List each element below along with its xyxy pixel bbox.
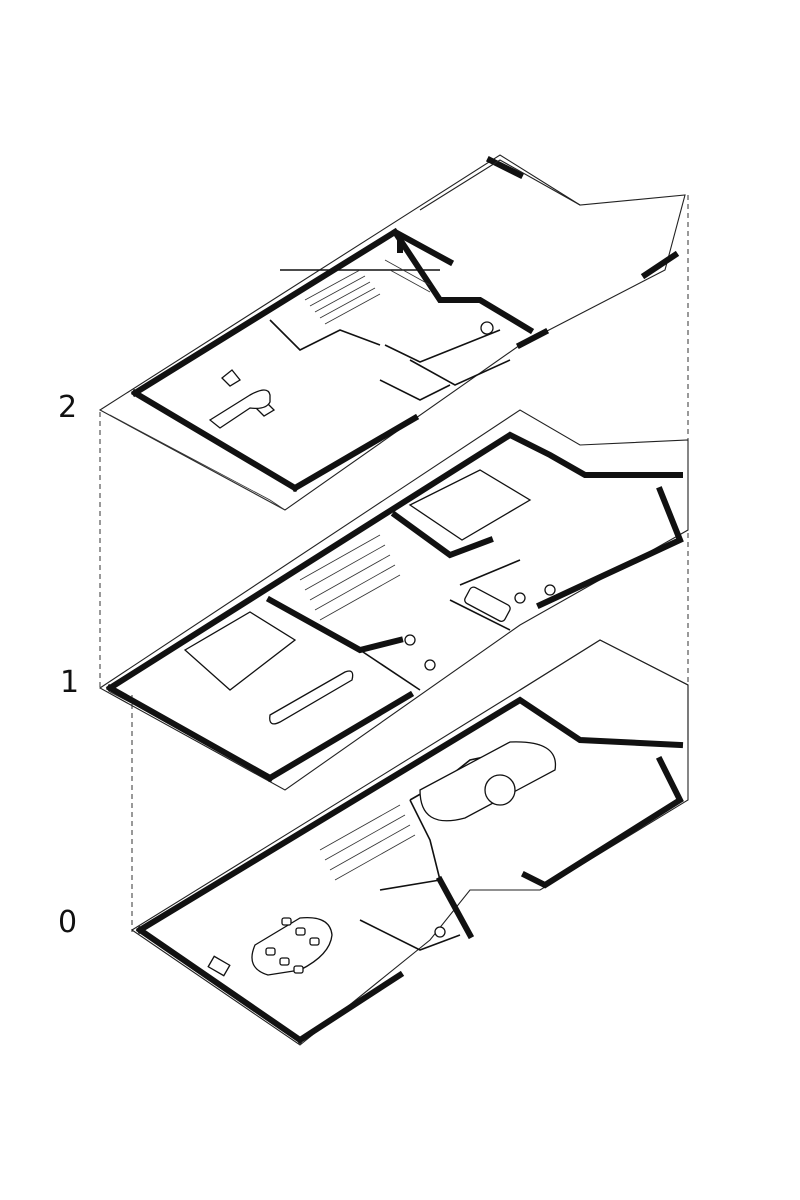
floor-1-bathtub bbox=[464, 586, 511, 622]
floor-0-plan bbox=[130, 639, 689, 1046]
floor-label-2: 2 bbox=[58, 390, 78, 425]
floor-1-stair bbox=[299, 534, 401, 621]
floor-0-stair bbox=[319, 804, 416, 881]
floor-1-basin bbox=[544, 584, 556, 596]
floor-2-chair bbox=[221, 369, 241, 387]
floor-0-dining-chairs bbox=[265, 917, 320, 974]
floor-label-0: 0 bbox=[58, 905, 78, 940]
floor-2-desk bbox=[208, 389, 271, 429]
floor-0-dining-table bbox=[251, 916, 333, 976]
floor-2-plan bbox=[98, 154, 686, 511]
floor-0-toilet bbox=[434, 926, 446, 938]
floor-0-round-table bbox=[484, 774, 516, 806]
floor-1-basin bbox=[424, 659, 436, 671]
floor-1-basin bbox=[514, 592, 526, 604]
floor-1-basin bbox=[404, 634, 416, 646]
floor-2-toilet bbox=[480, 321, 494, 335]
floor-1-bed bbox=[183, 611, 297, 691]
floor-0-fireplace bbox=[207, 955, 231, 977]
floor-1-counter bbox=[269, 670, 354, 725]
floor-1-plan bbox=[98, 409, 689, 791]
floor-2-stair bbox=[304, 259, 431, 325]
floor-label-1: 1 bbox=[60, 665, 80, 700]
floor-1-bed bbox=[408, 469, 532, 541]
